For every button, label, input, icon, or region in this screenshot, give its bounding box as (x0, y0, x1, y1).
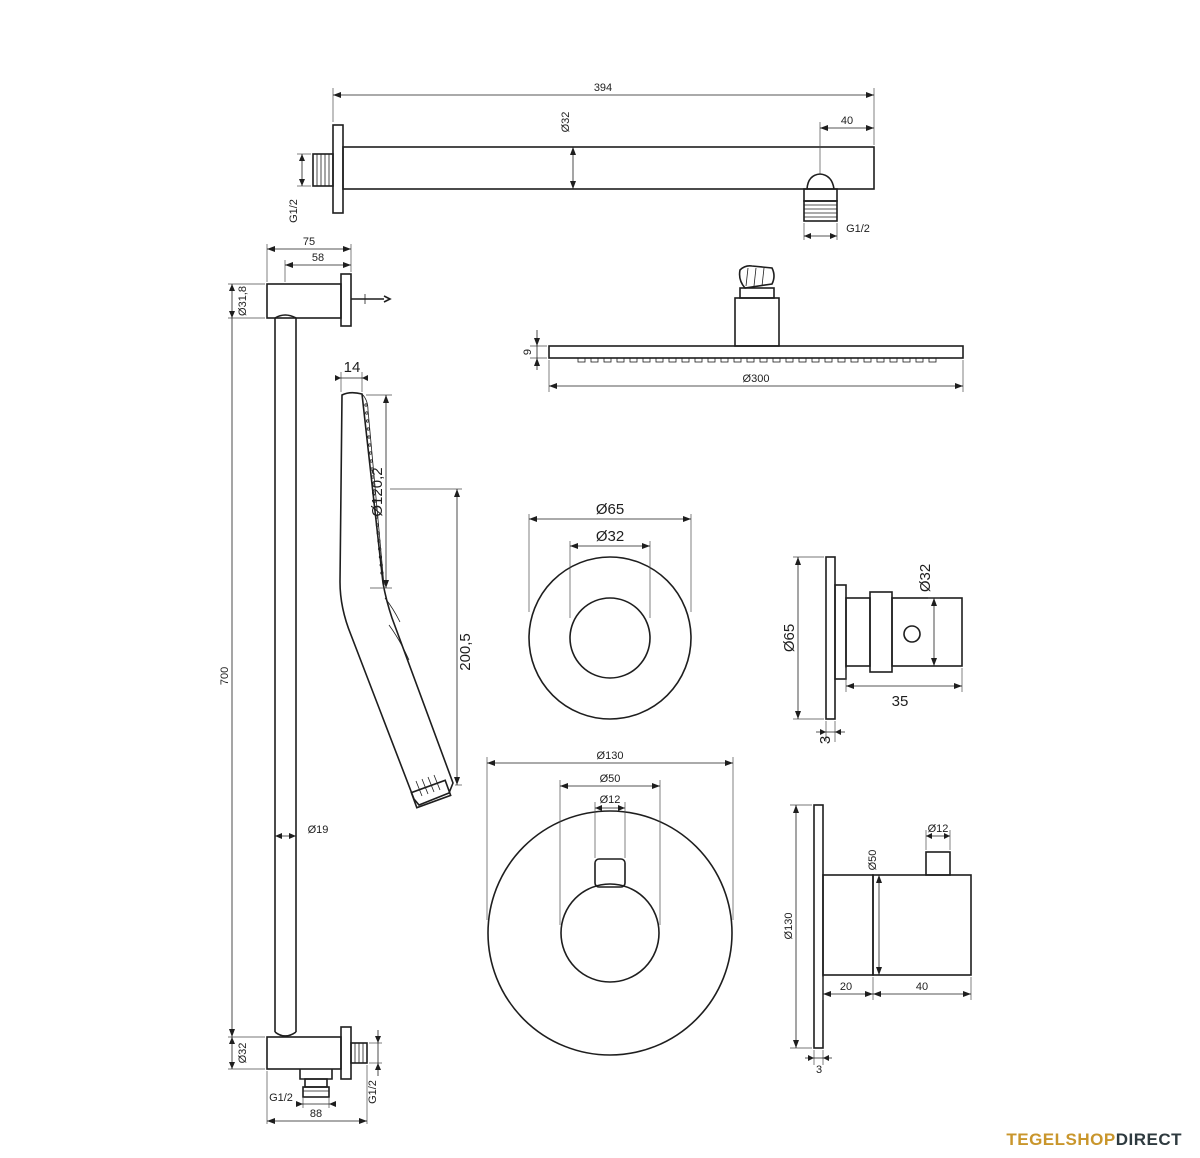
nozzle-mark (629, 357, 638, 363)
nozzle-mark (759, 357, 768, 363)
arm-diameter-label: Ø32 (560, 112, 572, 133)
nozzle-mark (811, 357, 820, 363)
brand-logo: TEGELSHOPDIRECT (1006, 1130, 1182, 1150)
nozzle-mark (681, 357, 690, 363)
nozzle-mark (863, 357, 872, 363)
nozzle-dot (371, 475, 375, 479)
brand-logo-part1: TEGELSHOP (1006, 1130, 1116, 1149)
nozzle-dot (372, 491, 376, 495)
nozzle-mark (772, 357, 781, 363)
nozzle-dot (365, 419, 370, 423)
nozzle-mark (928, 357, 937, 363)
nozzle-mark (785, 357, 794, 363)
nozzle-dot (368, 443, 372, 447)
stop-valve-side-rosette-label: Ø65 (781, 624, 798, 652)
slide-bar-depth-label: 75 (303, 236, 315, 248)
nozzle-dot (365, 411, 369, 415)
hand-shower-nozzles (364, 403, 384, 575)
nozzle-dot (374, 507, 378, 511)
brand-logo-part2: DIRECT (1115, 1130, 1182, 1149)
nozzle-mark (655, 357, 664, 363)
thermostat-knob-label: Ø50 (600, 773, 621, 785)
thermostat-body-depth-label: 20 (840, 981, 852, 993)
stop-valve-plate-label: 3 (817, 736, 834, 744)
nozzle-mark (707, 357, 716, 363)
nozzle-mark (824, 357, 833, 363)
nozzle-mark (837, 357, 846, 363)
nozzle-dot (368, 451, 373, 455)
nozzle-mark (876, 357, 885, 363)
slide-bar-bottom-diameter-label: Ø32 (237, 1043, 249, 1064)
rain-head-diameter-label: Ø300 (743, 373, 770, 385)
thermostat-side-knob-label: Ø50 (867, 850, 879, 871)
nozzle-dot (378, 547, 382, 551)
nozzle-dot (373, 499, 377, 503)
nozzle-dot (371, 483, 376, 487)
thermostat-side-rosette-label: Ø130 (783, 913, 795, 940)
nozzle-dot (376, 531, 380, 535)
nozzle-mark (889, 357, 898, 363)
nozzle-mark (616, 357, 625, 363)
nozzle-mark (915, 357, 924, 363)
nozzle-dot (366, 427, 370, 431)
nozzle-dot (377, 539, 381, 543)
slide-bar-top-diameter-label: Ø31,8 (237, 286, 249, 316)
nozzle-dot (369, 459, 373, 463)
stop-valve-depth-label: 35 (892, 693, 909, 710)
nozzle-mark (603, 357, 612, 363)
arm-outlet-offset-label: 40 (841, 115, 853, 127)
nozzle-mark (733, 357, 742, 363)
rain-head: 9 Ø300 (522, 265, 964, 392)
rain-head-nozzles (577, 357, 937, 363)
shower-arm: 394 Ø32 40 G1/2 G1/2 (288, 82, 875, 240)
slide-bar-side-thread-label: G1/2 (367, 1080, 379, 1104)
nozzle-mark (668, 357, 677, 363)
nozzle-mark (850, 357, 859, 363)
nozzle-dot (367, 435, 371, 439)
nozzle-dot (370, 467, 374, 471)
nozzle-dot (375, 523, 379, 527)
slide-bar: 75 58 Ø31,8 700 Ø19 Ø32 G1/2 (219, 236, 392, 1124)
hand-shower-thickness-label: 14 (344, 359, 361, 376)
nozzle-mark (590, 357, 599, 363)
arm-length-label: 394 (594, 82, 612, 94)
slide-bar-height-label: 700 (219, 667, 231, 685)
nozzle-dot (378, 555, 383, 559)
thermostat-spindle-label: Ø12 (600, 794, 621, 806)
thermostat-plate-label: 3 (816, 1064, 822, 1076)
arm-wall-thread-label: G1/2 (288, 199, 300, 223)
nozzle-dot (379, 563, 383, 567)
stop-valve-knob-label: Ø32 (596, 528, 624, 545)
nozzle-mark (694, 357, 703, 363)
thermostat-side-spindle-label: Ø12 (928, 823, 949, 835)
stop-valve-side-knob-label: Ø32 (917, 564, 934, 592)
nozzle-mark (642, 357, 651, 363)
nozzle-dot (380, 571, 384, 575)
stop-valve-rosette-label: Ø65 (596, 501, 624, 518)
rain-head-thickness-label: 9 (522, 349, 534, 355)
nozzle-mark (798, 357, 807, 363)
stop-valve-front: Ø65 Ø32 (528, 501, 692, 720)
nozzle-dot (375, 515, 379, 519)
slide-bar-rod-diameter-label: Ø19 (308, 824, 329, 836)
nozzle-mark (720, 357, 729, 363)
stop-valve-side: Ø65 Ø32 35 3 (781, 556, 963, 744)
hand-shower: 14 Ø120,2 200,5 (335, 359, 474, 809)
slide-bar-bottom-width-label: 88 (310, 1108, 322, 1120)
thermostat-front: Ø130 Ø50 Ø12 (486, 750, 734, 1056)
slide-bar-offset-label: 58 (312, 252, 324, 264)
slide-bar-bottom-thread-label: G1/2 (269, 1092, 293, 1104)
nozzle-mark (902, 357, 911, 363)
nozzle-dot (364, 403, 368, 407)
arm-outlet-thread-label: G1/2 (846, 223, 870, 235)
nozzle-mark (577, 357, 586, 363)
thermostat-side: Ø130 Ø50 Ø12 20 40 3 (783, 804, 972, 1076)
hand-shower-length-label: 200,5 (457, 633, 474, 671)
thermostat-knob-depth-label: 40 (916, 981, 928, 993)
hand-shower-head-diameter-label: Ø120,2 (369, 467, 386, 516)
nozzle-mark (746, 357, 755, 363)
thermostat-rosette-label: Ø130 (597, 750, 624, 762)
